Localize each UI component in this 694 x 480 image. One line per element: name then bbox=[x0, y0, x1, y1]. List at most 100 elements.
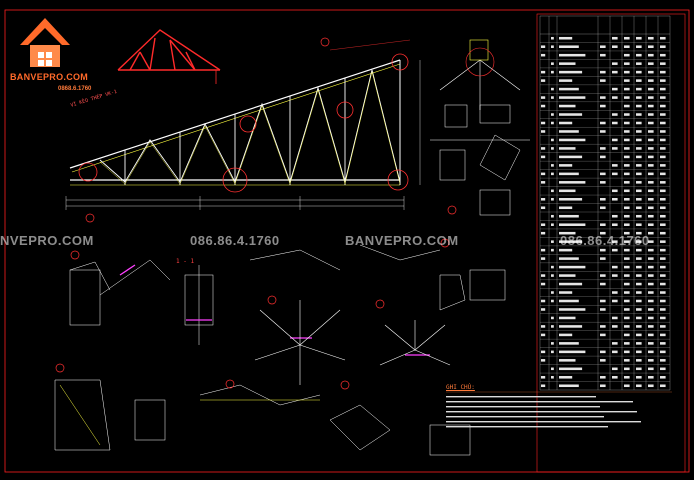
note-line bbox=[446, 426, 608, 428]
schedule-cell-mark bbox=[559, 291, 573, 294]
schedule-cell-mark bbox=[559, 248, 573, 252]
schedule-cell-mark bbox=[648, 367, 654, 371]
schedule-cell-mark bbox=[648, 96, 654, 99]
schedule-cell-mark bbox=[600, 53, 606, 57]
schedule-cell-mark bbox=[648, 248, 654, 252]
schedule-cell-mark bbox=[648, 299, 654, 303]
schedule-cell-mark bbox=[551, 70, 554, 74]
schedule-cell-mark bbox=[660, 87, 666, 91]
schedule-cell-mark bbox=[648, 316, 654, 320]
watermark-site-center: BANVEPRO.COM bbox=[345, 233, 459, 248]
schedule-cell-mark bbox=[636, 291, 642, 294]
schedule-cell-mark bbox=[648, 189, 654, 193]
schedule-cell-mark bbox=[600, 223, 606, 226]
schedule-cell-mark bbox=[624, 172, 630, 176]
schedule-cell-mark bbox=[624, 282, 630, 286]
schedule-cell-mark bbox=[559, 121, 573, 125]
schedule-cell-mark bbox=[660, 333, 666, 337]
schedule-cell-mark bbox=[541, 155, 546, 159]
schedule-cell-mark bbox=[624, 121, 630, 125]
schedule-cell-mark bbox=[660, 214, 666, 218]
schedule-cell-mark bbox=[612, 147, 618, 150]
schedule-cell-mark bbox=[624, 181, 630, 184]
schedule-cell-mark bbox=[612, 299, 618, 303]
schedule-cell-mark bbox=[636, 198, 642, 201]
schedule-cell-mark bbox=[636, 299, 642, 303]
schedule-cell-mark bbox=[648, 45, 654, 48]
schedule-cell-mark bbox=[660, 181, 666, 184]
schedule-cell-mark bbox=[612, 214, 618, 218]
schedule-cell-mark bbox=[648, 62, 654, 65]
schedule-cell-mark bbox=[648, 384, 654, 388]
schedule-cell-mark bbox=[559, 384, 579, 388]
schedule-cell-mark bbox=[624, 164, 630, 167]
schedule-cell-mark bbox=[636, 316, 642, 320]
schedule-cell-mark bbox=[660, 147, 666, 150]
schedule-cell-mark bbox=[541, 359, 546, 362]
main-truss bbox=[69, 59, 401, 186]
schedule-cell-mark bbox=[660, 291, 666, 294]
schedule-cell-mark bbox=[600, 384, 606, 388]
schedule-cell-mark bbox=[551, 291, 554, 294]
note-line bbox=[446, 416, 604, 418]
mini-truss bbox=[117, 29, 221, 71]
schedule-cell-mark bbox=[636, 53, 642, 57]
schedule-cell-mark bbox=[612, 96, 618, 99]
schedule-cell-mark bbox=[612, 291, 618, 294]
schedule-cell-mark bbox=[559, 96, 586, 99]
note-line bbox=[446, 421, 641, 423]
schedule-cell-mark bbox=[559, 189, 576, 193]
schedule-cell-mark bbox=[541, 282, 546, 286]
schedule-cell-mark bbox=[612, 113, 618, 116]
schedule-cell-mark bbox=[624, 342, 630, 345]
schedule-cell-mark bbox=[624, 333, 630, 337]
schedule-cell-mark bbox=[636, 206, 642, 210]
schedule-cell-mark bbox=[648, 282, 654, 286]
schedule-cell-mark bbox=[660, 45, 666, 48]
schedule-cell-mark bbox=[660, 384, 666, 388]
schedule-cell-mark bbox=[612, 265, 618, 269]
schedule-cell-mark bbox=[600, 147, 606, 150]
schedule-cell-mark bbox=[624, 45, 630, 48]
schedule-cell-mark bbox=[612, 240, 618, 243]
schedule-cell-mark bbox=[559, 350, 586, 354]
schedule-cell-mark bbox=[559, 62, 576, 65]
schedule-cell-mark bbox=[551, 316, 554, 320]
schedule-cell-mark bbox=[559, 181, 586, 184]
schedule-cell-mark bbox=[624, 316, 630, 320]
schedule-cell-mark bbox=[612, 274, 618, 277]
star-joint-1 bbox=[254, 300, 346, 385]
schedule-cell-mark bbox=[636, 36, 642, 40]
schedule-cell-mark bbox=[600, 45, 606, 48]
schedule-cell-mark bbox=[636, 384, 642, 388]
schedule-cell-mark bbox=[612, 367, 618, 371]
schedule-cell-mark bbox=[624, 104, 630, 108]
schedule-cell-mark bbox=[624, 257, 630, 260]
schedule-cell-mark bbox=[624, 265, 630, 269]
schedule-cell-mark bbox=[636, 121, 642, 125]
schedule-cell-mark bbox=[600, 104, 606, 108]
schedule-cell-mark bbox=[559, 325, 583, 328]
schedule-cell-mark bbox=[660, 206, 666, 210]
bottom-members bbox=[59, 384, 320, 446]
schedule-cell-mark bbox=[660, 299, 666, 303]
schedule-cell-mark bbox=[612, 189, 618, 193]
schedule-cell-mark bbox=[559, 138, 586, 142]
schedule-cell-mark bbox=[648, 231, 654, 235]
schedule-cell-mark bbox=[559, 265, 586, 269]
schedule-cell-mark bbox=[600, 359, 606, 362]
schedule-cell-mark bbox=[648, 147, 654, 150]
schedule-cell-mark bbox=[660, 325, 666, 328]
brand-name: BANVEPRO.COM bbox=[10, 72, 89, 82]
schedule-cell-mark bbox=[660, 274, 666, 277]
schedule-cell-mark bbox=[660, 155, 666, 159]
schedule-cell-mark bbox=[541, 299, 546, 303]
schedule-cell-mark bbox=[600, 308, 606, 311]
schedule-cell-mark bbox=[660, 350, 666, 354]
schedule-cell-mark bbox=[551, 96, 554, 99]
schedule-cell-mark bbox=[600, 333, 606, 337]
schedule-cell-mark bbox=[660, 104, 666, 108]
schedule-cell-mark bbox=[559, 45, 579, 48]
schedule-cell-mark bbox=[660, 198, 666, 201]
schedule-cell-mark bbox=[648, 155, 654, 159]
